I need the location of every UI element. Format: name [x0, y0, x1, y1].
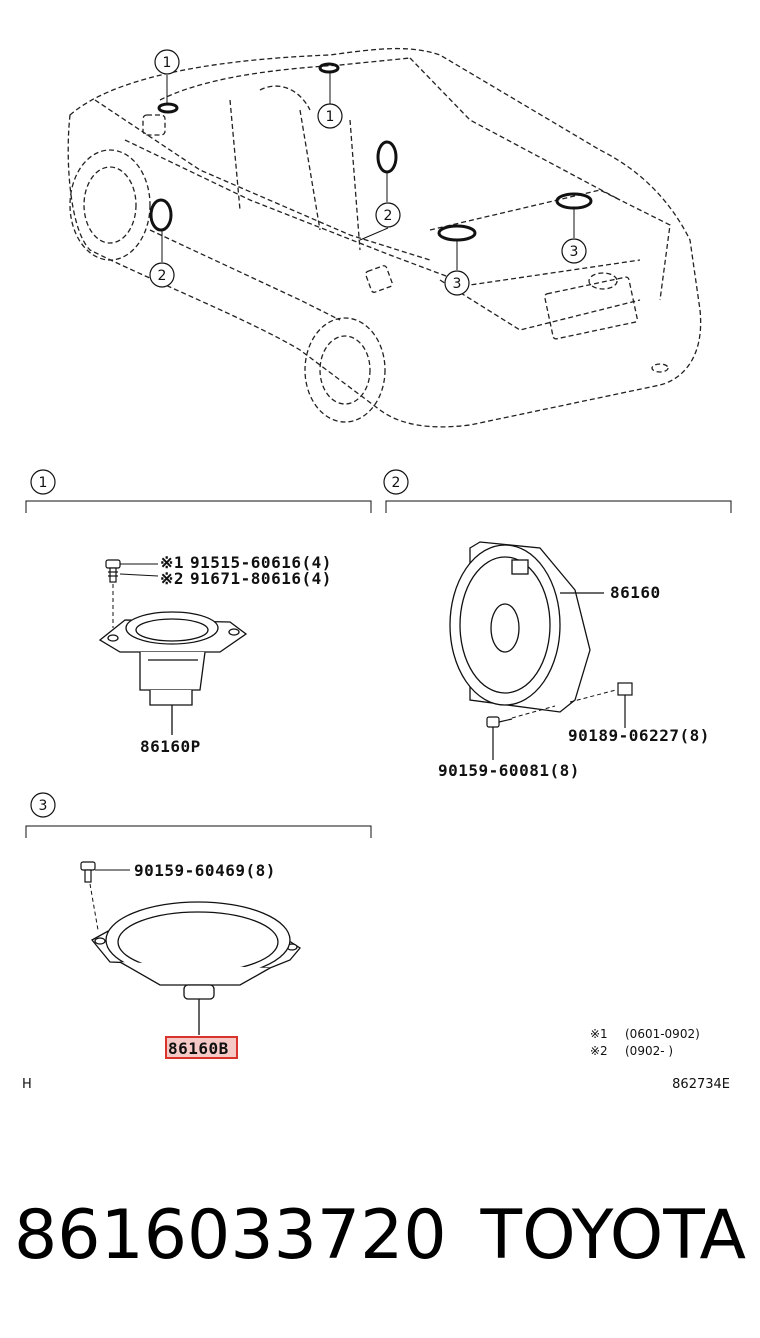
section-1-part-1-number: 91515-60616(4)	[190, 553, 332, 572]
note-2-mark: ※2	[590, 1044, 608, 1058]
callout-2a: 2	[149, 262, 175, 288]
section-3-part-1: 90159-60469(8)	[134, 861, 276, 880]
section-1-part-2-number: 91671-80616(4)	[190, 569, 332, 588]
section-2-main-part: 86160	[610, 583, 661, 602]
footer-left-code: H	[22, 1077, 32, 1092]
section-1-part-1: ※1	[160, 553, 184, 572]
callout-1a: 1	[154, 49, 180, 75]
section-3-main-part: 86160B	[168, 1039, 229, 1058]
screw-icon	[105, 559, 121, 583]
callout-circles: 1 1 2 2 3 3	[149, 49, 587, 296]
speaker-locations	[149, 62, 593, 242]
highlight-box	[165, 1036, 238, 1059]
svg-text:2: 2	[158, 268, 167, 284]
svg-text:1: 1	[163, 55, 172, 71]
note-1-text: (0601-0902)	[625, 1027, 700, 1041]
section-2-bracket	[385, 500, 732, 513]
section-3-number: 3	[39, 798, 48, 814]
section-3-badge	[30, 792, 56, 818]
door-speaker-front-ring	[149, 198, 173, 232]
rear-speaker-left-ring	[437, 224, 477, 242]
svg-text:3: 3	[453, 276, 462, 292]
tweeter-speaker-icon	[98, 611, 248, 735]
svg-text:3: 3	[570, 244, 579, 260]
section-3-bracket	[25, 825, 372, 838]
section-2: 2 86160 90189-06227(8) 90159-60081(8)	[383, 469, 732, 780]
callout-1b: 1	[317, 103, 343, 129]
section-2-number: 2	[392, 475, 401, 491]
callout-3a: 3	[444, 270, 470, 296]
section-1-bracket	[25, 500, 372, 513]
car-illustration	[67, 47, 702, 428]
screw-icon	[80, 861, 96, 883]
tweeter-right-ring	[318, 62, 340, 74]
section-2-part-2: 90159-60081(8)	[438, 761, 580, 780]
door-speaker-icon	[449, 541, 604, 713]
section-1: 1 ※1 91515-60616(4) ※2 91671-80616(4)	[25, 469, 372, 756]
svg-text:2: 2	[384, 208, 393, 224]
bottom-part-number: 8616033720	[14, 1195, 447, 1275]
section-2-badge	[383, 469, 409, 495]
callout-2b: 2	[375, 202, 401, 228]
bottom-caption: 8616033720 TOYOTA	[14, 1190, 746, 1280]
footer-right-code: 862734E	[672, 1077, 730, 1092]
callout-3b: 3	[561, 238, 587, 264]
oval-speaker-icon	[91, 901, 301, 1035]
note-2-text: (0902- )	[625, 1044, 673, 1058]
clip-icon	[617, 682, 633, 728]
section-1-number: 1	[39, 475, 48, 491]
tweeter-left-ring	[157, 102, 179, 114]
callout-leaders	[161, 73, 575, 270]
door-speaker-rear-ring	[376, 140, 398, 174]
screw-icon	[486, 716, 513, 760]
section-1-main-part: 86160P	[140, 737, 201, 756]
section-2-part-1: 90189-06227(8)	[568, 726, 710, 745]
section-3: 3 90159-60469(8) 86160B	[25, 792, 372, 1059]
section-1-badge	[30, 469, 56, 495]
note-1-mark: ※1	[590, 1027, 608, 1041]
svg-text:1: 1	[326, 109, 335, 125]
section-1-part-2: ※2	[160, 569, 184, 588]
notes: ※1 (0601-0902) ※2 (0902- )	[590, 1027, 700, 1058]
bottom-brand: TOYOTA	[480, 1195, 746, 1275]
